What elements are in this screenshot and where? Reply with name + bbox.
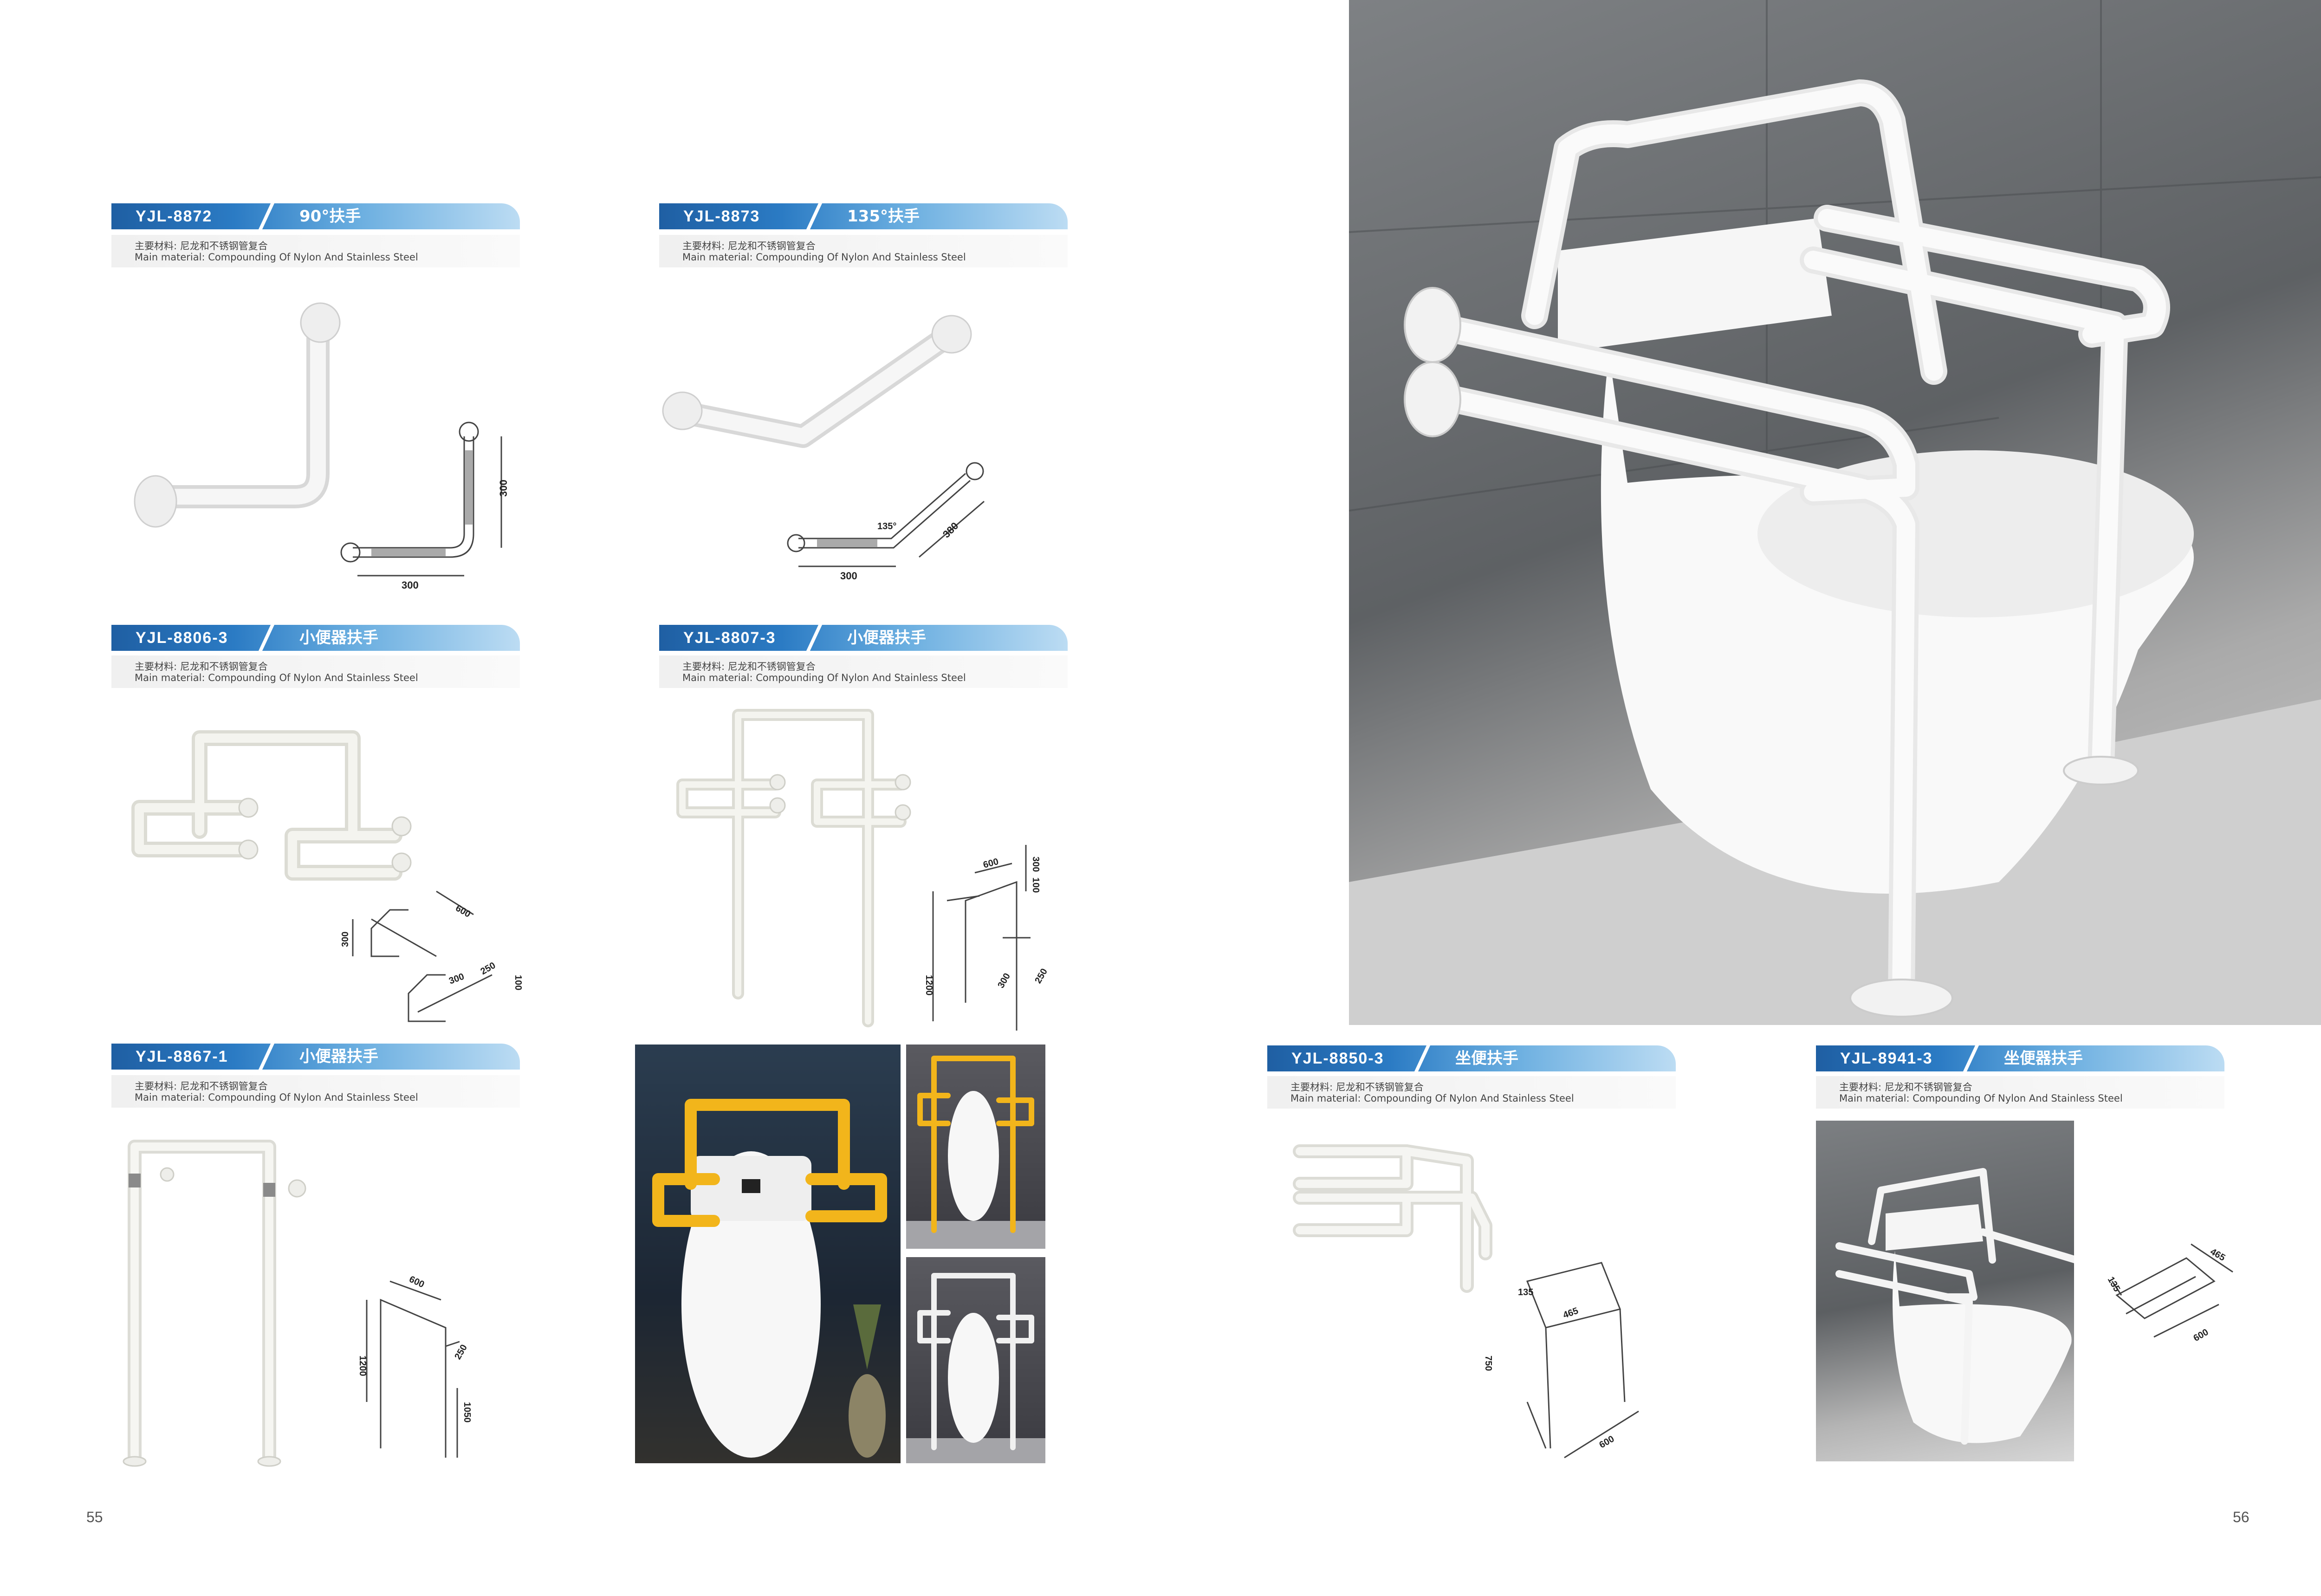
material-en: Main material: Compounding Of Nylon And … xyxy=(1839,1093,2123,1104)
product-code: YJL-8807-3 xyxy=(683,629,776,647)
material-cn: 主要材料: 尼龙和不锈钢管复合 xyxy=(682,661,816,672)
page-number-left: 55 xyxy=(86,1509,103,1525)
product-image-yjl-8872: 300 300 xyxy=(134,302,509,591)
dimension-label: 600 xyxy=(1598,1434,1616,1451)
dimension-label: 300 xyxy=(498,480,509,497)
material-cn: 主要材料: 尼龙和不锈钢管复合 xyxy=(1290,1082,1424,1093)
header-yjl-8806-3: YJL-8806-3 小便器扶手 xyxy=(111,625,520,651)
photo-urinal-yellow-small xyxy=(906,1045,1045,1249)
dimension-label: 600 xyxy=(408,1274,426,1290)
dimension-label: 300 xyxy=(402,579,419,591)
header-bar xyxy=(659,203,1068,229)
dimension-label: 135° xyxy=(877,521,896,532)
photo-urinal-yellow-large xyxy=(635,1045,901,1463)
dimension-label: 1050 xyxy=(462,1402,472,1423)
dimension-label: 300 xyxy=(840,570,857,582)
dimension-label: 300 xyxy=(340,932,350,947)
material-yjl-8807-3: 主要材料: 尼龙和不锈钢管复合 Main material: Compoundi… xyxy=(659,655,1068,688)
material-cn: 主要材料: 尼龙和不锈钢管复合 xyxy=(1839,1082,1972,1093)
dimension-label: 600 xyxy=(982,856,1000,870)
material-yjl-8850-3: 主要材料: 尼龙和不锈钢管复合 Main material: Compoundi… xyxy=(1267,1076,1676,1109)
material-en: Main material: Compounding Of Nylon And … xyxy=(682,252,966,263)
product-code: YJL-8850-3 xyxy=(1291,1050,1384,1067)
product-code: YJL-8867-1 xyxy=(136,1048,228,1065)
dimension-label: 135 xyxy=(1518,1287,1533,1298)
dimension-label: 100 xyxy=(1031,877,1041,893)
dimension-label: 1200 xyxy=(924,975,934,996)
product-name: 坐便扶手 xyxy=(1455,1049,1518,1068)
product-image-yjl-8850-3: 135 465 750 600 xyxy=(1293,1144,1639,1459)
product-name: 90°扶手 xyxy=(299,207,361,226)
photo-toilet-grab-bar xyxy=(1349,0,2321,1025)
material-en: Main material: Compounding Of Nylon And … xyxy=(1290,1093,1574,1104)
product-name: 135°扶手 xyxy=(847,207,920,226)
material-cn: 主要材料: 尼龙和不锈钢管复合 xyxy=(135,661,268,672)
header-yjl-8807-3: YJL-8807-3 小便器扶手 xyxy=(659,625,1068,651)
material-en: Main material: Compounding Of Nylon And … xyxy=(135,672,418,683)
header-yjl-8941-3: YJL-8941-3 坐便器扶手 xyxy=(1816,1045,2224,1071)
material-yjl-8873: 主要材料: 尼龙和不锈钢管复合 Main material: Compoundi… xyxy=(659,235,1068,267)
material-en: Main material: Compounding Of Nylon And … xyxy=(135,1092,418,1103)
material-cn: 主要材料: 尼龙和不锈钢管复合 xyxy=(682,240,816,252)
dimension-label: 750 xyxy=(1483,1356,1493,1371)
material-yjl-8806-3: 主要材料: 尼龙和不锈钢管复合 Main material: Compoundi… xyxy=(111,655,520,688)
dimension-label: 600 xyxy=(2192,1327,2211,1344)
material-yjl-8941-3: 主要材料: 尼龙和不锈钢管复合 Main material: Compoundi… xyxy=(1816,1076,2224,1109)
dimension-label: 465 xyxy=(2209,1246,2227,1263)
product-image-yjl-8806-3: 600 300 300 250 100 xyxy=(131,730,523,1022)
product-code: YJL-8873 xyxy=(683,208,760,225)
dimension-label: 250 xyxy=(1033,967,1050,986)
product-image-yjl-8867-1: 600 1200 250 1050 xyxy=(123,1140,472,1467)
product-code: YJL-8872 xyxy=(136,208,213,225)
photo-urinal-white-small xyxy=(906,1257,1045,1463)
product-image-yjl-8873: 300 380 135° xyxy=(662,315,985,582)
header-bar xyxy=(111,1044,520,1070)
header-bar xyxy=(659,625,1068,651)
header-yjl-8873: YJL-8873 135°扶手 xyxy=(659,203,1068,229)
photo-toilet-small xyxy=(1816,1121,2074,1461)
product-code: YJL-8941-3 xyxy=(1840,1050,1933,1067)
dimension-drawing-yjl-8941-3: 465 135 600 xyxy=(2107,1243,2233,1344)
product-code: YJL-8806-3 xyxy=(136,629,228,647)
dimension-label: 250 xyxy=(479,960,498,977)
dimension-label: 300 xyxy=(447,972,466,986)
header-bar xyxy=(1267,1045,1676,1071)
dimension-label: 600 xyxy=(454,903,473,920)
dimension-label: 300 xyxy=(1031,856,1041,872)
dimension-label: 250 xyxy=(453,1343,469,1362)
header-bar xyxy=(111,203,520,229)
header-yjl-8867-1: YJL-8867-1 小便器扶手 xyxy=(111,1044,520,1070)
dimension-label: 135 xyxy=(2107,1275,2122,1294)
product-name: 坐便器扶手 xyxy=(2004,1049,2083,1068)
material-cn: 主要材料: 尼龙和不锈钢管复合 xyxy=(135,240,268,252)
product-name: 小便器扶手 xyxy=(847,629,926,647)
material-en: Main material: Compounding Of Nylon And … xyxy=(135,252,418,263)
product-name: 小便器扶手 xyxy=(299,629,378,647)
header-bar xyxy=(111,625,520,651)
dimension-label: 1200 xyxy=(357,1356,368,1376)
material-cn: 主要材料: 尼龙和不锈钢管复合 xyxy=(135,1081,268,1092)
dimension-label: 465 xyxy=(1562,1306,1580,1321)
material-yjl-8872: 主要材料: 尼龙和不锈钢管复合 Main material: Compoundi… xyxy=(111,235,520,267)
material-en: Main material: Compounding Of Nylon And … xyxy=(682,672,966,683)
product-name: 小便器扶手 xyxy=(299,1047,378,1066)
product-image-yjl-8807-3: 600 1200 300 250 300 100 xyxy=(676,709,1050,1031)
header-yjl-8850-3: YJL-8850-3 坐便扶手 xyxy=(1267,1045,1676,1071)
dimension-label: 300 xyxy=(996,972,1012,990)
header-yjl-8872: YJL-8872 90°扶手 xyxy=(111,203,520,229)
dimension-label: 100 xyxy=(513,975,523,990)
header-bar xyxy=(1816,1045,2224,1071)
page-number-right: 56 xyxy=(2233,1509,2250,1525)
material-yjl-8867-1: 主要材料: 尼龙和不锈钢管复合 Main material: Compoundi… xyxy=(111,1075,520,1108)
